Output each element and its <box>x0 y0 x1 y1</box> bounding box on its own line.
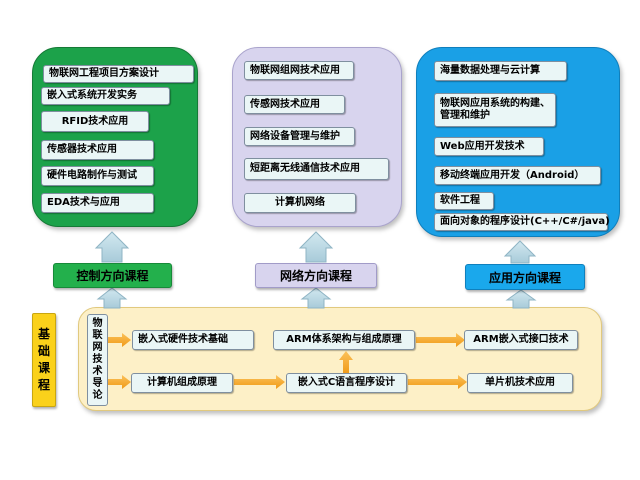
foundation-label: 基 础 课 程 <box>32 313 56 407</box>
up-arrow-network-panel <box>298 231 334 263</box>
course-sensor-tech[interactable]: 传感器技术应用 <box>41 140 154 160</box>
arrow-embedded-c-to-arm-arch <box>339 351 353 374</box>
course-embedded-c[interactable]: 嵌入式C语言程序设计 <box>286 373 407 393</box>
course-computer-network[interactable]: 计算机网络 <box>244 193 356 213</box>
course-hardware-circuit[interactable]: 硬件电路制作与测试 <box>41 166 154 186</box>
course-computer-organization[interactable]: 计算机组成原理 <box>131 373 233 393</box>
arrow-arm-arch-to-arm-iface <box>416 333 465 347</box>
course-mcu[interactable]: 单片机技术应用 <box>467 373 573 393</box>
arrow-comp-org-to-embedded-c <box>234 375 285 389</box>
course-arm-interface[interactable]: ARM嵌入式接口技术 <box>464 330 578 350</box>
course-eda[interactable]: EDA技术与应用 <box>41 193 154 213</box>
course-iot-networking[interactable]: 物联网组网技术应用 <box>244 61 354 80</box>
course-sensor-network[interactable]: 传感网技术应用 <box>244 95 345 114</box>
course-big-data-cloud[interactable]: 海量数据处理与云计算 <box>434 61 567 81</box>
course-mobile-android[interactable]: 移动终端应用开发（Android） <box>434 166 601 185</box>
network-direction-label: 网络方向课程 <box>255 263 377 288</box>
up-arrow-control-panel <box>94 231 130 263</box>
iot-intro-char: 导 <box>92 378 103 389</box>
up-arrow-app-panel <box>503 240 537 264</box>
iot-intro-char: 物 <box>92 318 103 329</box>
course-iot-project-design[interactable]: 物联网工程项目方案设计 <box>43 65 194 83</box>
iot-intro-char: 联 <box>92 330 103 341</box>
course-arm-architecture[interactable]: ARM体系架构与组成原理 <box>273 330 415 350</box>
application-direction-label: 应用方向课程 <box>465 264 585 290</box>
course-network-device-mgmt[interactable]: 网络设备管理与维护 <box>244 127 355 146</box>
iot-intro-char: 网 <box>92 342 103 353</box>
course-short-range-wireless[interactable]: 短距离无线通信技术应用 <box>244 158 389 180</box>
arrow-embedded-c-to-mcu <box>408 375 467 389</box>
course-iot-system-build[interactable]: 物联网应用系统的构建、管理和维护 <box>434 93 556 127</box>
course-embedded-hw-basics[interactable]: 嵌入式硬件技术基础 <box>132 330 254 350</box>
course-oop[interactable]: 面向对象的程序设计(C++/C#/java) <box>434 213 610 231</box>
iot-intro-char: 技 <box>92 354 103 365</box>
foundation-label-char: 课 <box>37 361 50 375</box>
foundation-label-char: 基 <box>37 327 50 341</box>
course-software-engineering[interactable]: 软件工程 <box>434 192 494 210</box>
course-rfid[interactable]: RFID技术应用 <box>41 111 149 132</box>
up-arrow-foundation-app <box>505 289 537 309</box>
arrow-intro-to-embedded-hw <box>108 333 131 347</box>
course-web-dev[interactable]: Web应用开发技术 <box>434 137 544 156</box>
up-arrow-foundation-control <box>96 287 128 309</box>
course-embedded-dev-practice[interactable]: 嵌入式系统开发实务 <box>41 87 170 105</box>
foundation-label-char: 程 <box>37 378 50 392</box>
iot-intro-char: 术 <box>92 366 103 377</box>
iot-intro-char: 论 <box>92 390 103 401</box>
arrow-intro-to-comp-org <box>108 375 131 389</box>
up-arrow-foundation-network <box>300 287 332 309</box>
foundation-label-char: 础 <box>37 344 50 358</box>
control-direction-label: 控制方向课程 <box>53 263 172 288</box>
course-iot-intro[interactable]: 物 联 网 技 术 导 论 <box>87 314 108 406</box>
